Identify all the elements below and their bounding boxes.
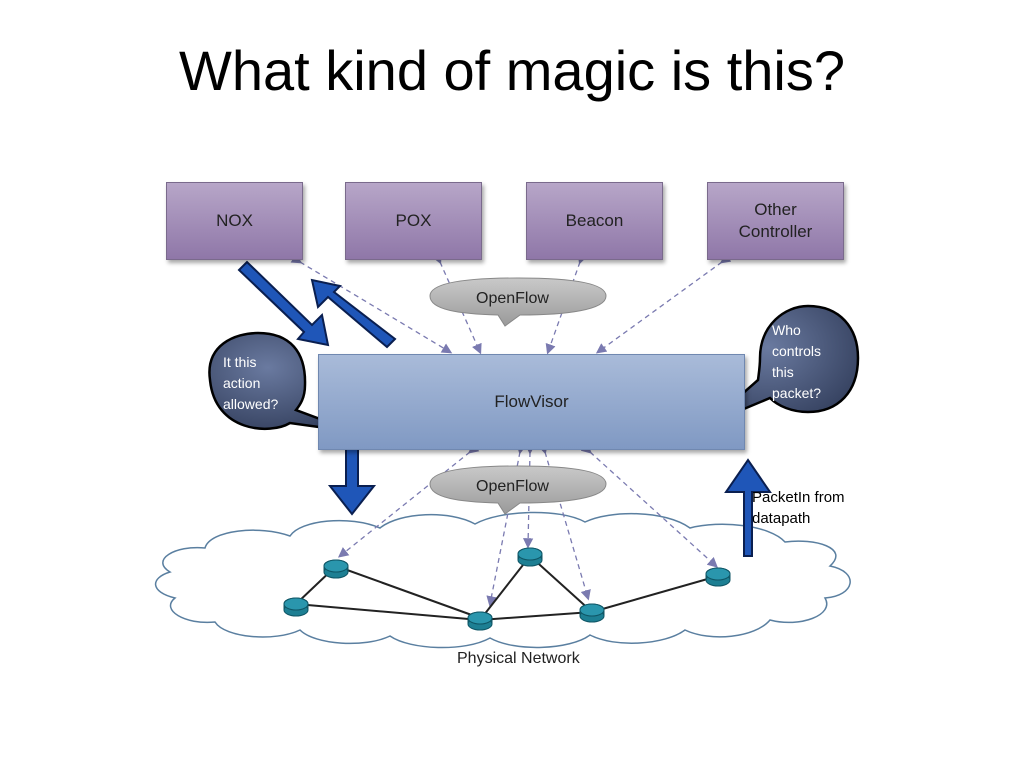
openflow-label-top: OpenFlow bbox=[476, 290, 549, 307]
flowvisor-box: FlowVisor bbox=[318, 354, 745, 450]
router-icon bbox=[283, 597, 309, 617]
right-bubble bbox=[707, 304, 860, 426]
openflow-pill-bottom bbox=[429, 465, 607, 515]
packetin-note: PacketIn from datapath bbox=[752, 489, 845, 527]
flowvisor-label: FlowVisor bbox=[494, 392, 569, 411]
network-links bbox=[295, 555, 719, 621]
controller-label: Other Controller bbox=[738, 200, 813, 241]
slide-title: What kind of magic is this? bbox=[178, 39, 846, 102]
controller-box-beacon: Beacon bbox=[526, 182, 663, 260]
arrow-up-packetin bbox=[724, 458, 772, 557]
arrow-down-to-network bbox=[327, 442, 377, 516]
openflow-label-bottom: OpenFlow bbox=[476, 478, 549, 495]
router-icon bbox=[323, 559, 349, 579]
left-bubble bbox=[208, 331, 356, 434]
controller-box-nox: NOX bbox=[166, 182, 303, 260]
left-bubble-text: It this action allowed? bbox=[223, 354, 279, 412]
controller-label: Beacon bbox=[565, 211, 624, 230]
router-icon bbox=[705, 567, 731, 587]
controller-label: POX bbox=[395, 211, 432, 230]
router-icon bbox=[517, 547, 543, 567]
right-bubble-text: Who controls this packet? bbox=[772, 322, 822, 401]
controller-label: NOX bbox=[216, 211, 253, 230]
routers bbox=[283, 547, 731, 631]
arrow-up-to-controller bbox=[310, 278, 397, 349]
arrow-down-to-flowvisor bbox=[237, 260, 330, 347]
controller-box-pox: POX bbox=[345, 182, 482, 260]
router-icon bbox=[579, 603, 605, 623]
physical-network-label: Physical Network bbox=[457, 650, 580, 667]
controller-box-other: Other Controller bbox=[707, 182, 844, 260]
openflow-pill-top bbox=[429, 277, 607, 327]
router-icon bbox=[467, 611, 493, 631]
